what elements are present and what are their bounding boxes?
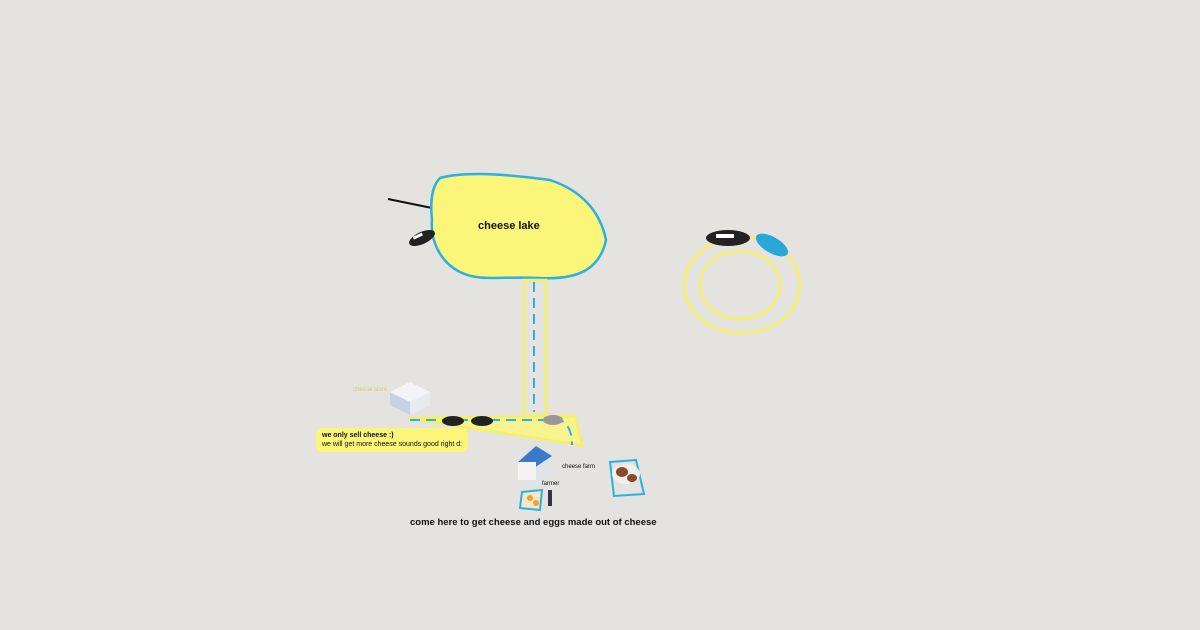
- car-icon[interactable]: [471, 416, 493, 426]
- cow-pen-icon[interactable]: [608, 458, 646, 498]
- cheese-lake-shape[interactable]: [430, 172, 608, 280]
- car-icon[interactable]: [543, 415, 563, 425]
- car-icon[interactable]: [442, 416, 464, 426]
- sticky-note[interactable]: we only sell cheese :) we will get more …: [316, 428, 469, 452]
- caption-text[interactable]: come here to get cheese and eggs made ou…: [410, 517, 657, 528]
- blue-car-icon[interactable]: [752, 229, 791, 261]
- police-car-icon[interactable]: [706, 230, 750, 246]
- note-line-2: we will get more cheese sounds good righ…: [322, 441, 463, 448]
- farmer-label[interactable]: farmer: [542, 481, 560, 487]
- police-car-icon[interactable]: [407, 227, 437, 250]
- pen-stroke[interactable]: [387, 198, 433, 209]
- store-building-icon[interactable]: [390, 382, 430, 415]
- chicken-pen-icon[interactable]: [518, 488, 544, 512]
- store-label[interactable]: cheese store: [353, 387, 388, 393]
- note-line-1: we only sell cheese :): [322, 432, 394, 439]
- farm-label[interactable]: cheese farm: [562, 464, 596, 470]
- lake-label[interactable]: cheese lake: [478, 220, 540, 232]
- farmhouse-icon[interactable]: [518, 446, 552, 482]
- farmer-icon[interactable]: [548, 490, 552, 506]
